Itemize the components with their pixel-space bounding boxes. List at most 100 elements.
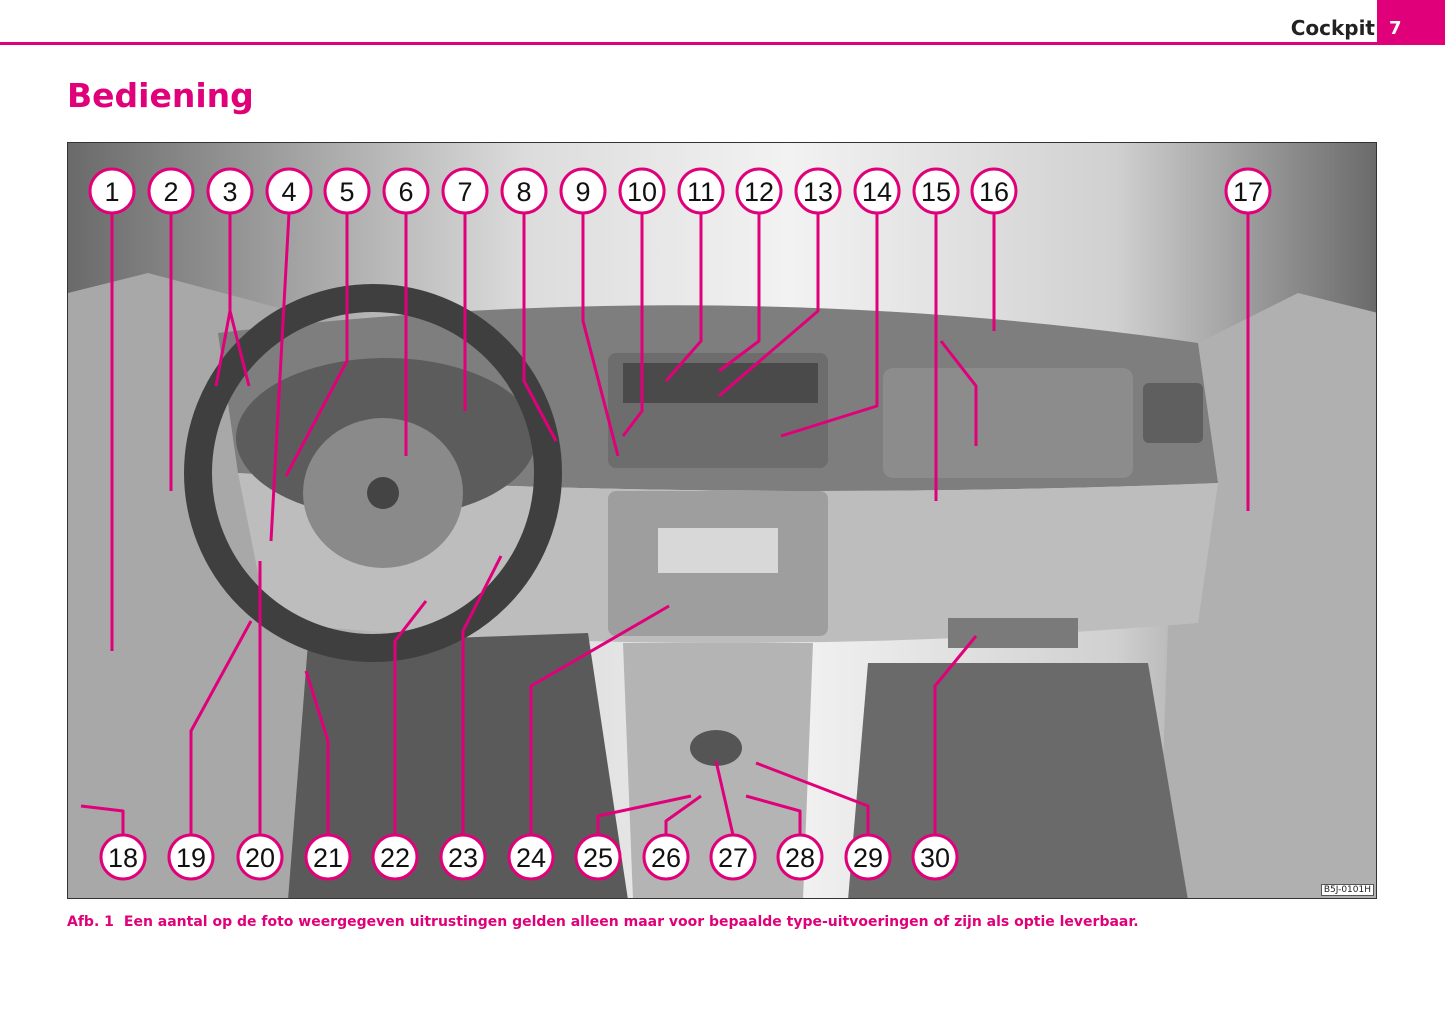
- right-door: [1158, 293, 1376, 898]
- leader-line: [718, 213, 820, 398]
- callout-circle: [371, 833, 419, 881]
- leader-line: [284, 213, 349, 477]
- callout-24: 24: [507, 833, 555, 881]
- callout-17: 17: [1224, 167, 1272, 215]
- leader-line: [393, 600, 428, 835]
- callout-7: 7: [441, 167, 489, 215]
- callout-3: 3: [206, 167, 254, 215]
- figure-caption: Afb. 1 Een aantal op de foto weergegeven …: [67, 914, 1139, 930]
- callout-number: 19: [176, 843, 206, 873]
- callout-number: 15: [921, 177, 951, 207]
- leader-line: [745, 794, 802, 835]
- leader-line: [304, 670, 330, 835]
- leader-line: [596, 794, 692, 835]
- callout-number: 24: [516, 843, 546, 873]
- callout-22: 22: [371, 833, 419, 881]
- callout-circle: [236, 833, 284, 881]
- callout-number: 30: [920, 843, 950, 873]
- callout-circle: [88, 167, 136, 215]
- callout-number: 1: [104, 177, 119, 207]
- section-title: Cockpit: [1290, 16, 1375, 40]
- callout-circle: [844, 833, 892, 881]
- callout-28: 28: [776, 833, 824, 881]
- callout-circle: [99, 833, 147, 881]
- callout-2: 2: [147, 167, 195, 215]
- callout-20: 20: [236, 833, 284, 881]
- callout-number: 21: [313, 843, 343, 873]
- passenger-footwell: [848, 663, 1188, 898]
- callout-number: 4: [281, 177, 296, 207]
- callout-circle: [776, 833, 824, 881]
- callout-circle: [574, 833, 622, 881]
- callout-8: 8: [500, 167, 548, 215]
- callout-number: 25: [583, 843, 613, 873]
- caption-text: Een aantal op de foto weergegeven uitrus…: [123, 914, 1139, 930]
- callout-29: 29: [844, 833, 892, 881]
- callout-10: 10: [618, 167, 666, 215]
- callout-number: 2: [163, 177, 178, 207]
- leader-line: [780, 213, 879, 438]
- callout-number: 12: [744, 177, 774, 207]
- callout-number: 5: [339, 177, 354, 207]
- leader-line: [621, 213, 644, 437]
- callout-circle: [323, 167, 371, 215]
- callout-circle: [147, 167, 195, 215]
- callout-number: 29: [853, 843, 883, 873]
- callout-number: 11: [687, 177, 715, 207]
- page-number-box: 7: [1377, 0, 1445, 44]
- leader-line: [714, 760, 735, 836]
- callout-circle: [265, 167, 313, 215]
- steering-wheel: [184, 284, 562, 662]
- page-number: 7: [1389, 18, 1402, 39]
- storage-slot: [948, 618, 1078, 648]
- callout-21: 21: [304, 833, 352, 881]
- callout-circle: [500, 167, 548, 215]
- callout-number: 9: [575, 177, 590, 207]
- callout-26: 26: [642, 833, 690, 881]
- callout-1: 1: [88, 167, 136, 215]
- caption-label: Afb. 1: [67, 914, 114, 930]
- callout-circle: [618, 167, 666, 215]
- callout-circle: [507, 833, 555, 881]
- callout-circle: [794, 167, 842, 215]
- callout-circle: [167, 833, 215, 881]
- callout-number: 17: [1233, 177, 1263, 207]
- callout-25: 25: [574, 833, 622, 881]
- callout-16: 16: [970, 167, 1018, 215]
- callout-circle: [1224, 167, 1272, 215]
- callout-number: 26: [651, 843, 681, 873]
- leader-line: [522, 213, 558, 442]
- leader-line: [755, 761, 870, 835]
- callout-5: 5: [323, 167, 371, 215]
- callout-number: 6: [398, 177, 413, 207]
- callout-circle: [382, 167, 430, 215]
- callout-number: 18: [108, 843, 138, 873]
- callout-circle: [911, 833, 959, 881]
- callout-number: 22: [380, 843, 410, 873]
- leader-line: [664, 213, 703, 382]
- page-title: Bediening: [67, 76, 254, 115]
- callout-23: 23: [439, 833, 487, 881]
- leader-line: [939, 340, 978, 446]
- right-vent: [1143, 383, 1203, 443]
- callout-circle: [970, 167, 1018, 215]
- callout-circle: [206, 167, 254, 215]
- callout-9: 9: [559, 167, 607, 215]
- callout-circle: [559, 167, 607, 215]
- callout-18: 18: [99, 833, 147, 881]
- callout-27: 27: [709, 833, 757, 881]
- callout-circle: [709, 833, 757, 881]
- callout-circle: [642, 833, 690, 881]
- callout-6: 6: [382, 167, 430, 215]
- callout-number: 13: [803, 177, 833, 207]
- leader-line: [664, 794, 702, 835]
- header-rule: [0, 42, 1445, 45]
- callout-11: 11: [677, 167, 725, 215]
- callout-number: 16: [979, 177, 1009, 207]
- callout-circle: [441, 167, 489, 215]
- footwell: [288, 633, 628, 898]
- leader-line: [933, 635, 978, 835]
- callout-number: 8: [516, 177, 531, 207]
